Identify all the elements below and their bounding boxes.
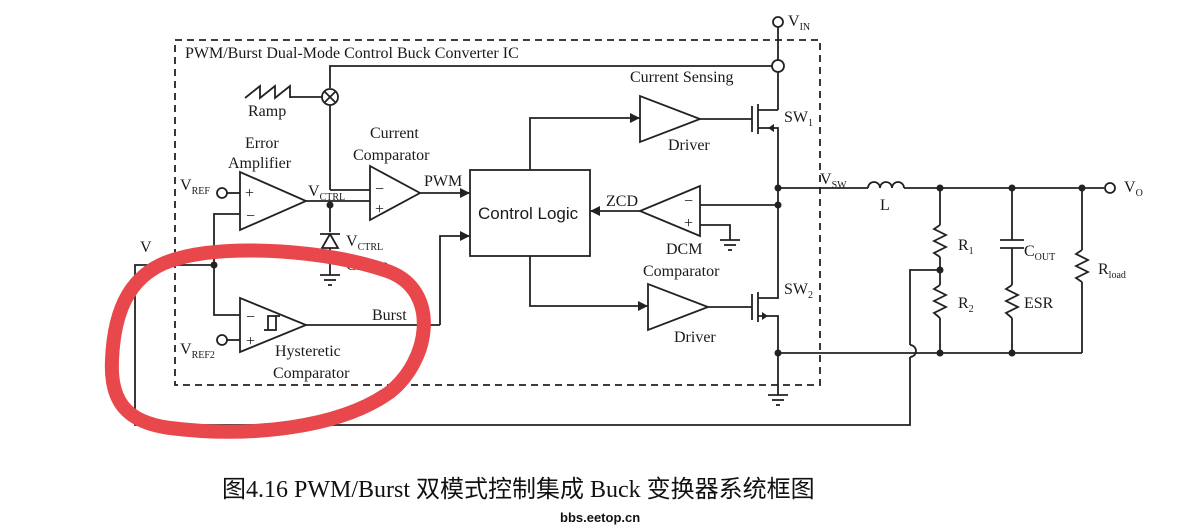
hysteretic-comparator	[239, 296, 309, 354]
dcm-label-1: DCM	[666, 241, 702, 258]
svg-text:−: −	[246, 309, 255, 326]
error-amplifier	[239, 170, 309, 232]
hyst-label-2: Comparator	[273, 365, 350, 382]
vref2-label: VREF2	[180, 341, 215, 361]
sw1-label: SW1	[784, 109, 813, 129]
rload-label: Rload	[1098, 261, 1126, 281]
driver-top-label: Driver	[668, 137, 710, 154]
svg-text:−: −	[246, 208, 255, 225]
esr-resistor	[1003, 284, 1021, 319]
dcm-label-2: Comparator	[643, 263, 720, 280]
sw2-label: SW2	[784, 281, 813, 301]
current-comp-label-1: Current	[370, 125, 419, 142]
vin-label: VIN	[788, 13, 810, 33]
control-logic-label: Control Logic	[478, 204, 579, 223]
current-sensing-label: Current Sensing	[630, 69, 734, 86]
esr-label: ESR	[1024, 295, 1054, 312]
pwm-label: PWM	[424, 173, 462, 190]
svg-text:+: +	[375, 201, 384, 218]
vctrl-label: VCTRL	[308, 183, 345, 203]
vref2-terminal	[216, 334, 228, 346]
error-amp-label-2: Amplifier	[228, 155, 292, 172]
hysteresis-icon	[267, 315, 277, 331]
ramp-label: Ramp	[248, 103, 286, 120]
bottom-driver	[647, 282, 711, 332]
r1-resistor	[931, 224, 949, 258]
dcm-comparator	[637, 184, 701, 238]
block-title: PWM/Burst Dual-Mode Control Buck Convert…	[185, 45, 519, 62]
vref-terminal	[216, 187, 228, 199]
vo-label: VO	[1124, 179, 1143, 199]
zcd-label: ZCD	[606, 193, 638, 210]
r2-label: R2	[958, 295, 974, 315]
v-left-label: V	[140, 239, 152, 256]
inductor-label: L	[880, 197, 890, 214]
svg-text:+: +	[245, 185, 254, 202]
current-comparator	[369, 164, 422, 222]
vref-label: VREF	[180, 177, 210, 197]
r1-label: R1	[958, 237, 974, 257]
ramp-icon	[244, 84, 291, 100]
inductor	[867, 181, 905, 189]
svg-text:+: +	[246, 333, 255, 350]
top-driver	[639, 94, 703, 144]
vsw-label: VSW	[820, 171, 847, 191]
clamp-zener	[320, 232, 340, 249]
figure-caption: 图4.16 PWM/Burst 双模式控制集成 Buck 变换器系统框图	[222, 476, 815, 503]
ic-boundary	[174, 39, 821, 386]
watermark: bbs.eetop.cn	[560, 510, 640, 525]
vctrl-clamp-label: VCTRL	[346, 233, 383, 253]
cout-label: COUT	[1024, 243, 1055, 263]
control-logic-block	[469, 169, 591, 257]
error-amp-label-1: Error	[245, 135, 279, 152]
rload-resistor	[1073, 249, 1091, 283]
vo-terminal	[1104, 182, 1116, 194]
burst-label: Burst	[372, 307, 407, 324]
annotation-circle	[104, 243, 431, 439]
current-comp-label-2: Comparator	[353, 147, 430, 164]
svg-text:−: −	[684, 193, 693, 210]
vin-terminal	[772, 16, 784, 28]
driver-bottom-label: Driver	[674, 329, 716, 346]
svg-text:−: −	[375, 181, 384, 198]
current-sense-node	[771, 59, 785, 73]
hyst-label-1: Hysteretic	[275, 343, 341, 360]
svg-text:+: +	[684, 215, 693, 232]
r2-resistor	[931, 284, 949, 319]
